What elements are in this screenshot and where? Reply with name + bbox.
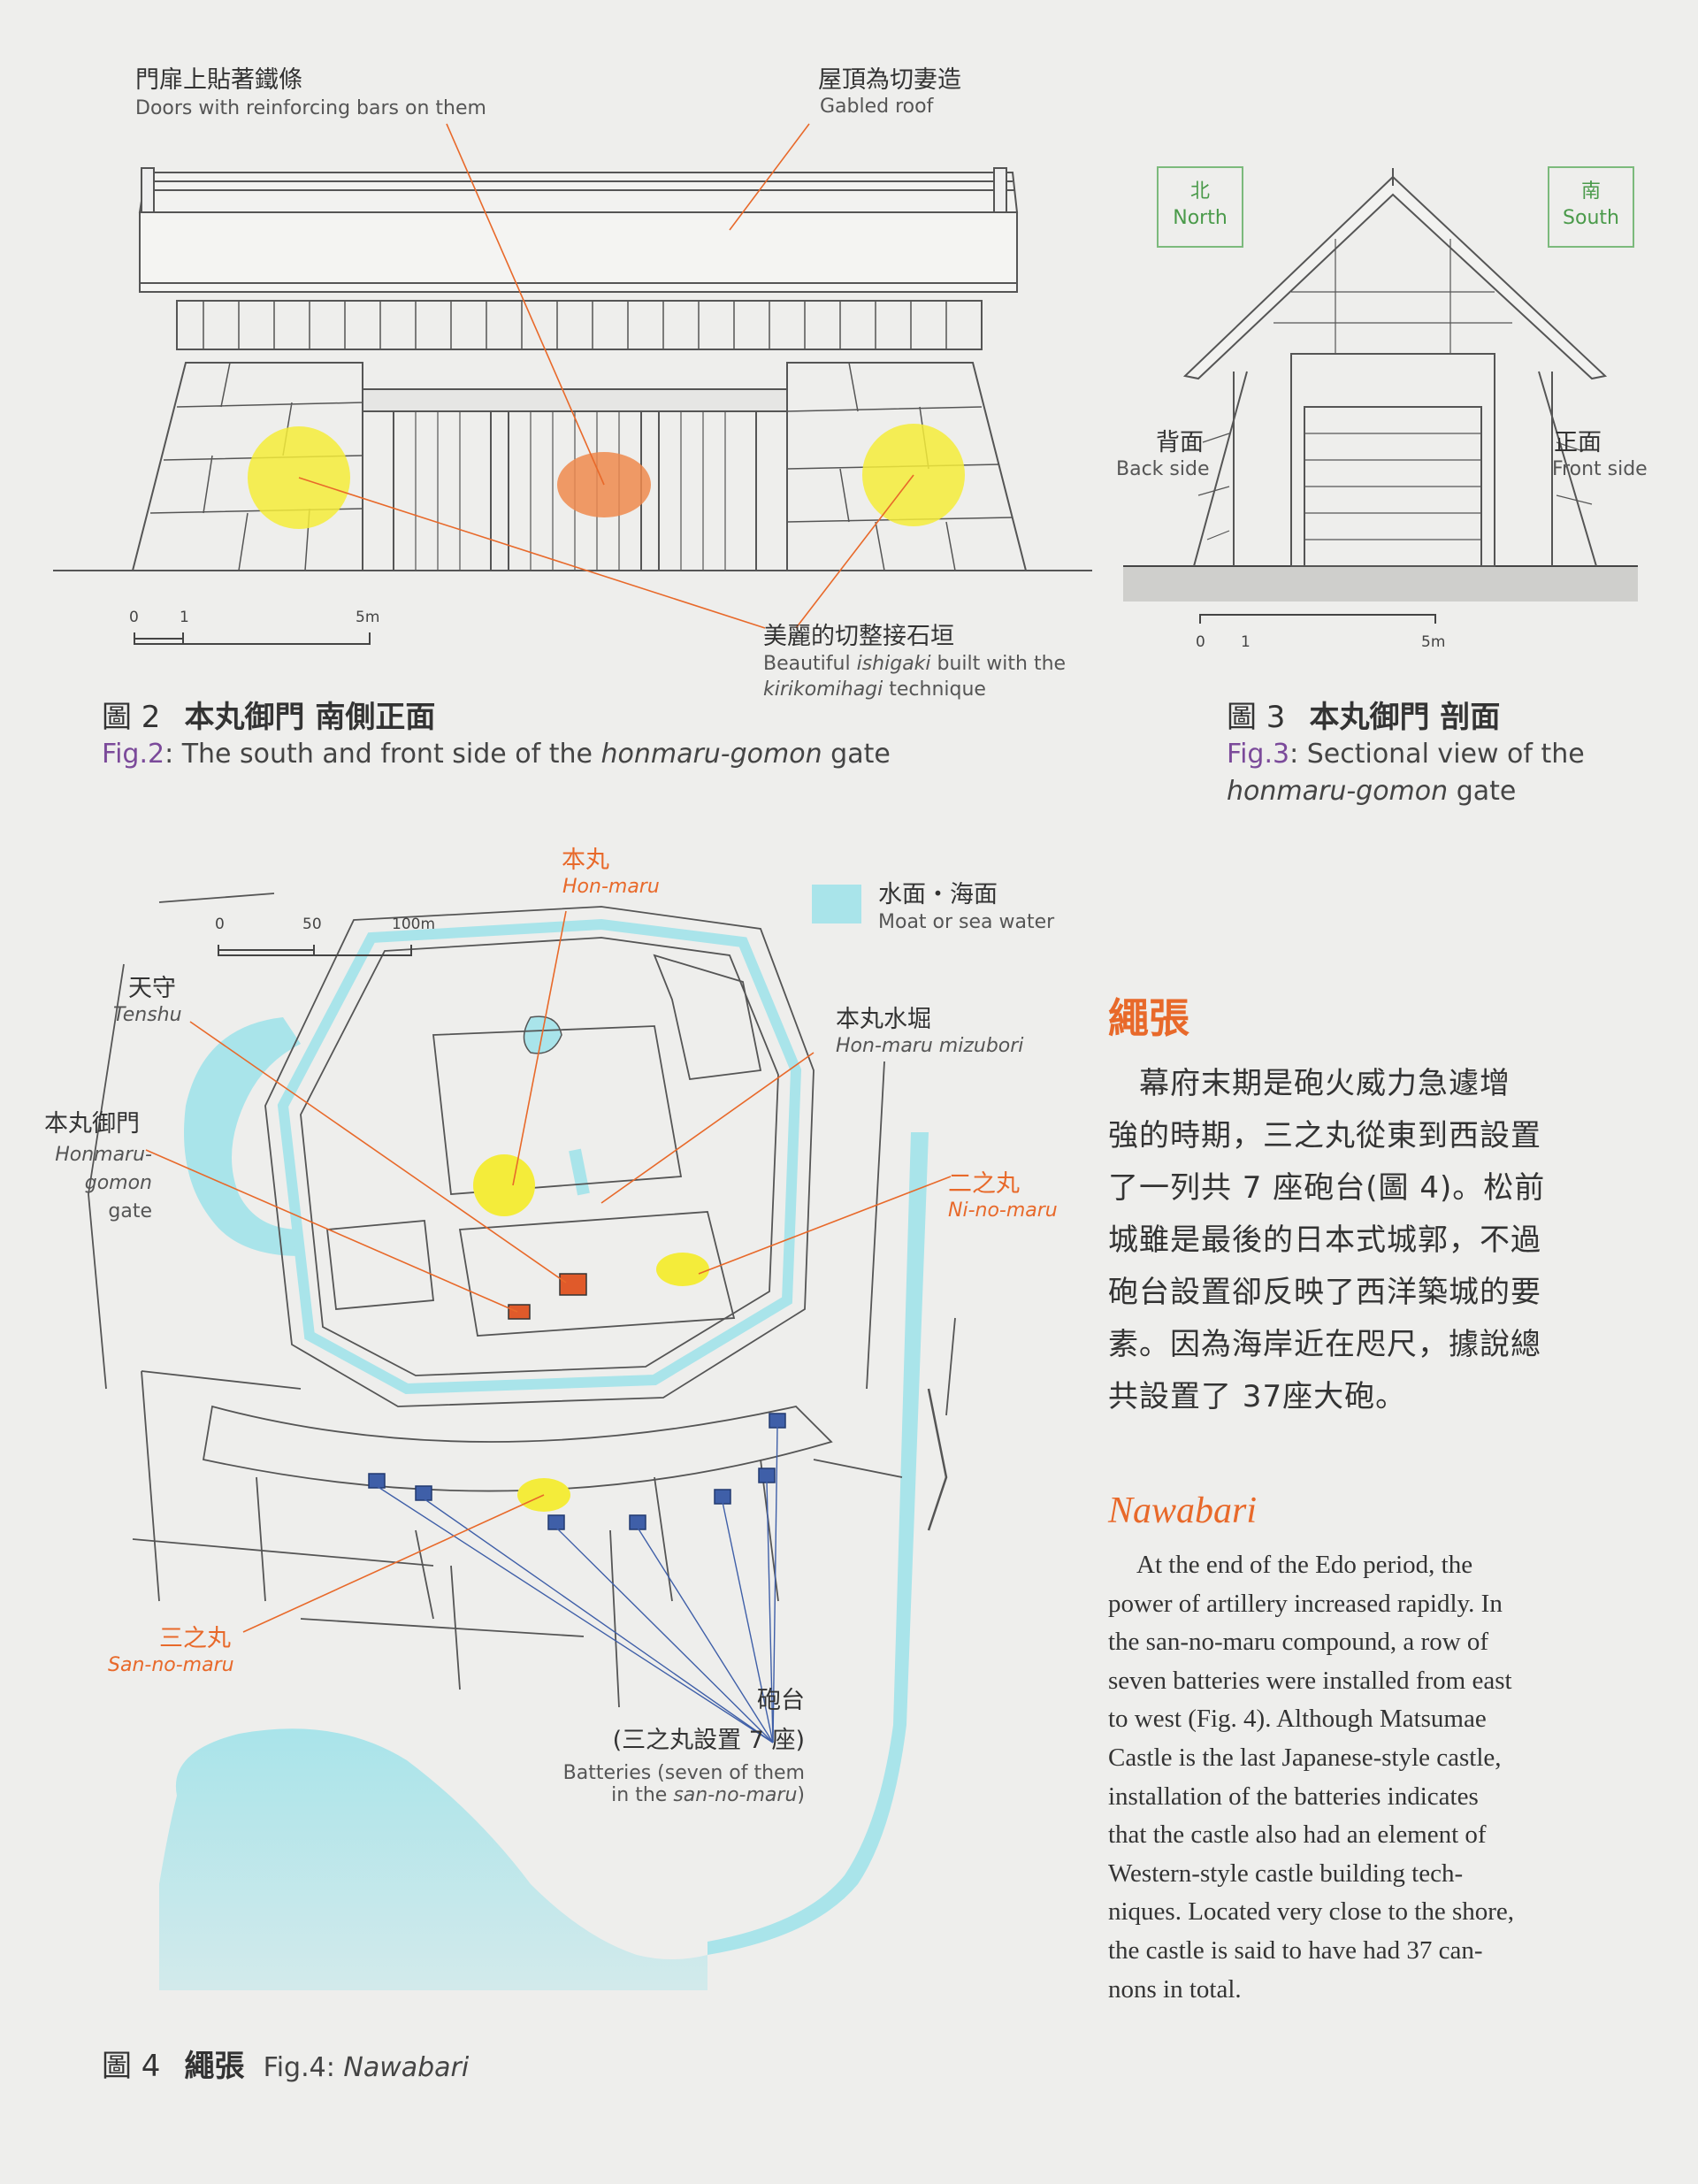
fig2-scale-zero: 0 [129, 609, 139, 626]
fig3-back-label-zh: 背面 [1156, 429, 1204, 456]
fig3-back-label-en: Back side [1116, 458, 1210, 480]
fig2-ishigaki-label-en-2: kirikomihagi technique [763, 678, 986, 701]
battery-7 [769, 1413, 786, 1429]
fig2-ishigaki-label-zh: 美麗的切整接石垣 [763, 623, 954, 650]
fig4-gomon-label-zh: 本丸御門 [44, 1110, 140, 1138]
article-body-en: At the end of the Edo period, the power … [1108, 1551, 1515, 2004]
battery-1 [368, 1473, 386, 1489]
fig4-ninomaru-label-en: Ni-no-maru [948, 1199, 1058, 1222]
article-body-zh: 幕府末期是砲火威力急遽增 強的時期，三之丸從東到西設置 了一列共 7 座砲台(圖… [1108, 1066, 1546, 1414]
fig3-caption-en-2: honmaru-gomon gate [1227, 776, 1517, 807]
fig4-sannomaru-label-zh: 三之丸 [159, 1625, 231, 1652]
article-title-en: Nawabari [1108, 1490, 1258, 1531]
fig2-doors-label-zh: 門扉上貼著鐵條 [135, 66, 302, 94]
fig2-caption-zh: 圖 2 本丸御門 南側正面 [102, 700, 436, 735]
battery-3 [547, 1514, 565, 1530]
fig3-front-label-zh: 正面 [1554, 429, 1602, 456]
fig4-batteries-label: 砲台 (三之丸設置 7 座) Batteries (seven of them … [562, 1687, 805, 1806]
fig4-mizubori-label-zh: 本丸水堀 [836, 1006, 931, 1033]
legend-water-swatch [812, 885, 861, 923]
fig4-caption: 圖 4 繩張 Fig.4: Nawabari [102, 2049, 470, 2084]
battery-5 [714, 1489, 731, 1505]
battery-6 [758, 1467, 776, 1483]
fig4-ninomaru-label-zh: 二之丸 [948, 1170, 1020, 1198]
honmaru-highlight [473, 1154, 535, 1216]
fig3-front-label-en: Front side [1552, 458, 1648, 480]
fig2-scale-one: 1 [180, 609, 189, 626]
fig4-scale-hundred: 100m [392, 916, 436, 933]
fig4-tenshu-label-zh: 天守 [128, 975, 176, 1002]
gomon-marker [508, 1304, 531, 1320]
fig4-scale-fifty: 50 [302, 916, 322, 933]
fig4-mizubori-label-en: Hon-maru mizubori [836, 1035, 1024, 1057]
fig4-honmaru-label-en: Hon-maru [562, 876, 660, 898]
tenshu-marker [559, 1273, 587, 1296]
article-title-zh: 繩張 [1108, 994, 1189, 1042]
fig3-scale-five: 5m [1421, 633, 1446, 651]
battery-2 [415, 1485, 432, 1501]
fig4-honmaru-label-zh: 本丸 [562, 847, 609, 874]
fig2-caption-en: Fig.2: The south and front side of the h… [102, 739, 891, 770]
fig2-scale-five: 5m [356, 609, 380, 626]
fig4-tenshu-label-en: Tenshu [113, 1004, 182, 1026]
fig2-doors-label-en: Doors with reinforcing bars on them [135, 97, 486, 119]
battery-4 [629, 1514, 646, 1530]
fig4-gomon-label-en: Honmaru- gomon gate [55, 1144, 152, 1222]
fig3-caption-en-1: Fig.3: Sectional view of the [1227, 739, 1585, 770]
legend-water-label-zh: 水面・海面 [878, 881, 998, 908]
fig4-scale-zero: 0 [215, 916, 225, 933]
fig3-caption-zh: 圖 3 本丸御門 剖面 [1227, 700, 1501, 735]
ninomaru-highlight [656, 1253, 709, 1286]
fig4-sannomaru-label-en: San-no-maru [108, 1654, 234, 1676]
fig2-ishigaki-label-en: Beautiful ishigaki built with the [763, 653, 1067, 675]
fig2-roof-label-zh: 屋頂為切妻造 [818, 66, 961, 94]
legend-water-label-en: Moat or sea water [878, 911, 1055, 933]
fig3-scale-one: 1 [1241, 633, 1251, 651]
fig2-roof-label-en: Gabled roof [820, 96, 934, 118]
fig3-scale-zero: 0 [1196, 633, 1205, 651]
